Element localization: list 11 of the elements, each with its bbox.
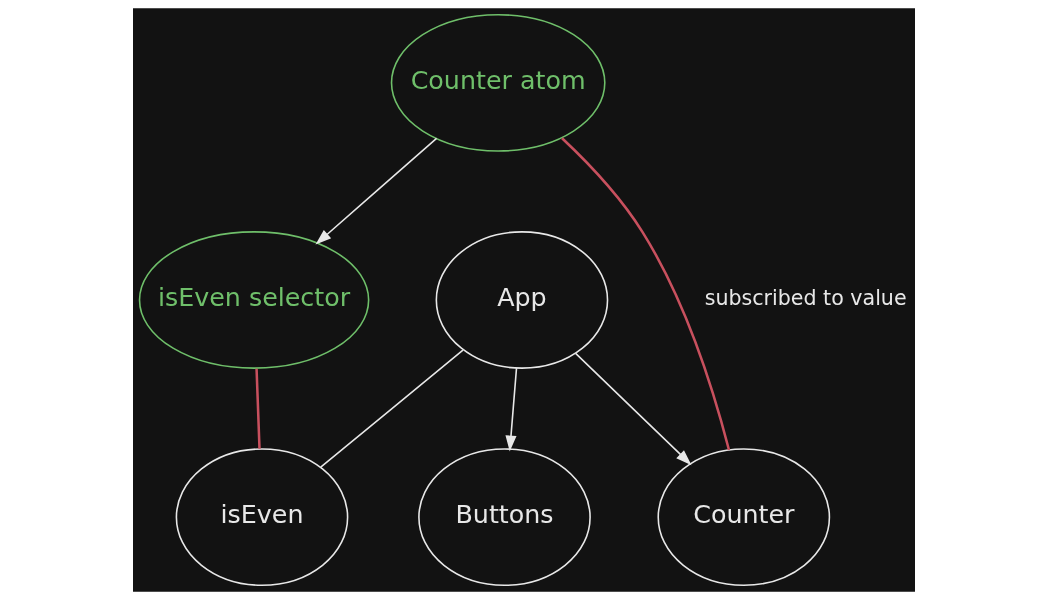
node-ellipse: App	[435, 231, 608, 369]
arrow	[574, 352, 692, 466]
edge-label: subscribed to value	[704, 286, 907, 311]
node-ellipse: Buttons	[417, 448, 591, 587]
node-ellipse: isEven	[175, 448, 348, 587]
connector	[560, 137, 730, 451]
node-ellipse: Counter atom	[390, 13, 606, 152]
connector	[319, 349, 464, 468]
arrow	[315, 137, 437, 245]
connector	[254, 368, 261, 449]
arrow	[504, 367, 517, 452]
